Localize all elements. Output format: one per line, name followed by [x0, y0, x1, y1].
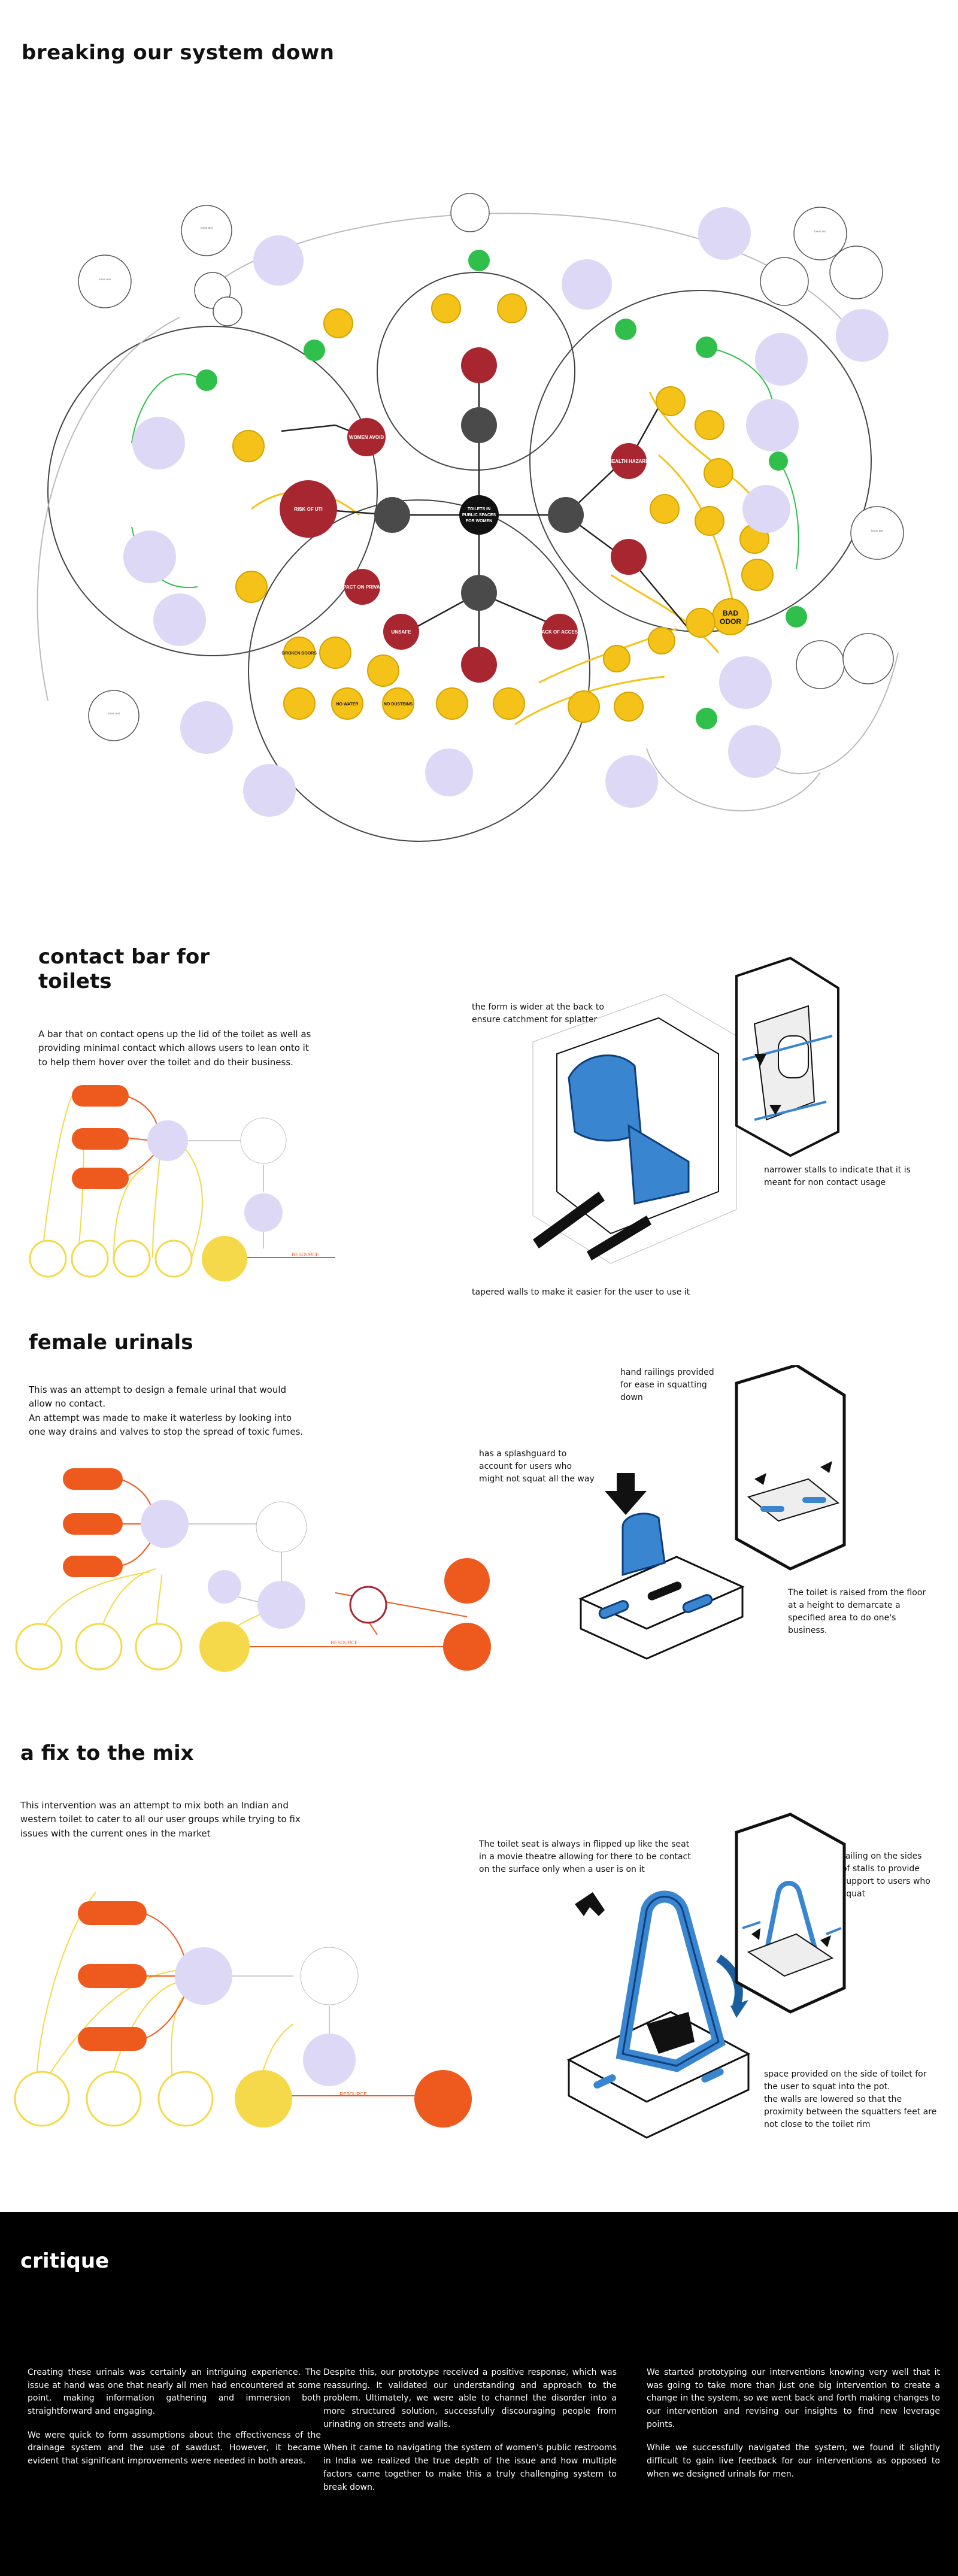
note-space: space provided on the side of toilet for… — [764, 2069, 937, 2129]
contact-description: A bar that on contact opens up the lid o… — [38, 1029, 311, 1068]
svg-text:HEALTH HAZARD: HEALTH HAZARD — [608, 459, 649, 464]
svg-text:lorem text: lorem text — [99, 278, 111, 281]
contact-title-line1: contact bar for — [38, 945, 210, 969]
critique-column-1: Creating these urinals was certainly an … — [28, 2366, 321, 2479]
female-description-1: This was an attempt to design a female u… — [29, 1384, 287, 1410]
critique-col2-p1: Despite this, our prototype received a p… — [323, 2368, 617, 2429]
fix-mix-flow-diagram: RESOURCE — [14, 1892, 472, 2128]
context-nodes — [123, 207, 889, 817]
section-title-systems-map: breaking our system down — [22, 41, 335, 65]
note-railing: railing on the sides of stalls to provid… — [842, 1851, 930, 1899]
svg-text:IMPACT ON PRIVACY: IMPACT ON PRIVACY — [338, 584, 387, 590]
svg-text:RESOURCE: RESOURCE — [339, 2092, 366, 2097]
svg-text:NO WATER: NO WATER — [336, 702, 358, 707]
note-hand-railings: hand railings provided for ease in squat… — [620, 1368, 714, 1402]
contact-flow-diagram: RESOURCE — [29, 1085, 335, 1281]
svg-text:WOMEN AVOID: WOMEN AVOID — [349, 435, 384, 440]
critique-col2-p2: When it came to navigating the system of… — [323, 2443, 617, 2492]
section-title-female-urinals: female urinals — [29, 1331, 193, 1354]
fix-description: This intervention was an attempt to mix … — [20, 1800, 301, 1839]
critique-section: critique Creating these urinals was cert… — [0, 2212, 958, 2576]
critique-col3-p1: We started prototyping our interventions… — [647, 2368, 940, 2429]
problem-nodes — [280, 347, 647, 683]
svg-text:FOR WOMEN: FOR WOMEN — [466, 519, 492, 523]
critique-col1-p2: We were quick to form assumptions about … — [28, 2430, 321, 2466]
core-nodes: TOILETS IN PUBLIC SPACES FOR WOMEN — [374, 407, 584, 611]
svg-text:BAD: BAD — [723, 609, 738, 617]
note-narrower: narrower stalls to indicate that it is m… — [764, 1165, 911, 1187]
svg-text:NO DUSTBINS: NO DUSTBINS — [384, 702, 413, 707]
contact-title-line2: toilets — [38, 969, 112, 993]
svg-text:RESOURCE: RESOURCE — [292, 1252, 319, 1257]
note-splashguard: has a splashguard to account for users w… — [479, 1449, 595, 1484]
factor-nodes — [232, 293, 774, 723]
section-title-contact-bar: contact bar for toilets — [38, 945, 210, 994]
note-tapered: tapered walls to make it easier for the … — [472, 1287, 690, 1297]
cluster-circle-top — [377, 272, 575, 471]
cluster-circle-bottom — [248, 499, 590, 842]
female-urinal-isometric-illustration — [578, 1365, 846, 1660]
note-seat: The toilet seat is always in flipped up … — [479, 1839, 691, 1874]
svg-text:RISK OF UTI: RISK OF UTI — [294, 507, 323, 512]
cluster-circle-left — [47, 326, 378, 656]
fix-mix-toilet-illustration — [566, 1890, 751, 2139]
section-title-fix-mix: a fix to the mix — [20, 1741, 194, 1765]
critique-column-3: We started prototyping our interventions… — [647, 2366, 940, 2492]
svg-text:lorem text: lorem text — [871, 529, 884, 532]
female-description-2: An attempt was made to make it waterless… — [29, 1412, 304, 1437]
contact-bar-isometric-illustration — [532, 956, 839, 1264]
svg-text:lorem text: lorem text — [108, 712, 120, 715]
svg-text:PUBLIC SPACES: PUBLIC SPACES — [462, 513, 496, 517]
svg-text:ODOR: ODOR — [720, 617, 741, 626]
note-wider: the form is wider at the back to ensure … — [472, 1002, 604, 1025]
svg-text:BROKEN DOORS: BROKEN DOORS — [282, 651, 317, 656]
svg-text:LACK OF ACCESS: LACK OF ACCESS — [539, 629, 581, 635]
female-urinal-flow-diagram: RESOURCE — [15, 1468, 491, 1672]
info-nodes — [78, 193, 904, 741]
svg-text:UNSAFE: UNSAFE — [392, 629, 412, 635]
critique-col1-p1: Creating these urinals was certainly an … — [28, 2368, 321, 2417]
svg-text:lorem text: lorem text — [201, 226, 213, 229]
svg-text:TOILETS IN: TOILETS IN — [468, 507, 490, 511]
fix-mix-stall-illustration — [735, 1813, 846, 2014]
systems-map-diagram: TOILETS IN PUBLIC SPACES FOR WOMEN RISK … — [37, 193, 904, 842]
female-description: This was an attempt to design a female u… — [29, 1383, 310, 1439]
critique-column-2: Despite this, our prototype received a p… — [323, 2366, 617, 2505]
svg-text:lorem text: lorem text — [814, 230, 827, 233]
svg-text:RESOURCE: RESOURCE — [331, 1640, 357, 1645]
note-raised: The toilet is raised from the floor at a… — [788, 1588, 926, 1635]
critique-col3-p2: While we successfully navigated the syst… — [647, 2443, 940, 2479]
critique-title: critique — [20, 2249, 110, 2273]
positive-nodes — [196, 250, 807, 729]
